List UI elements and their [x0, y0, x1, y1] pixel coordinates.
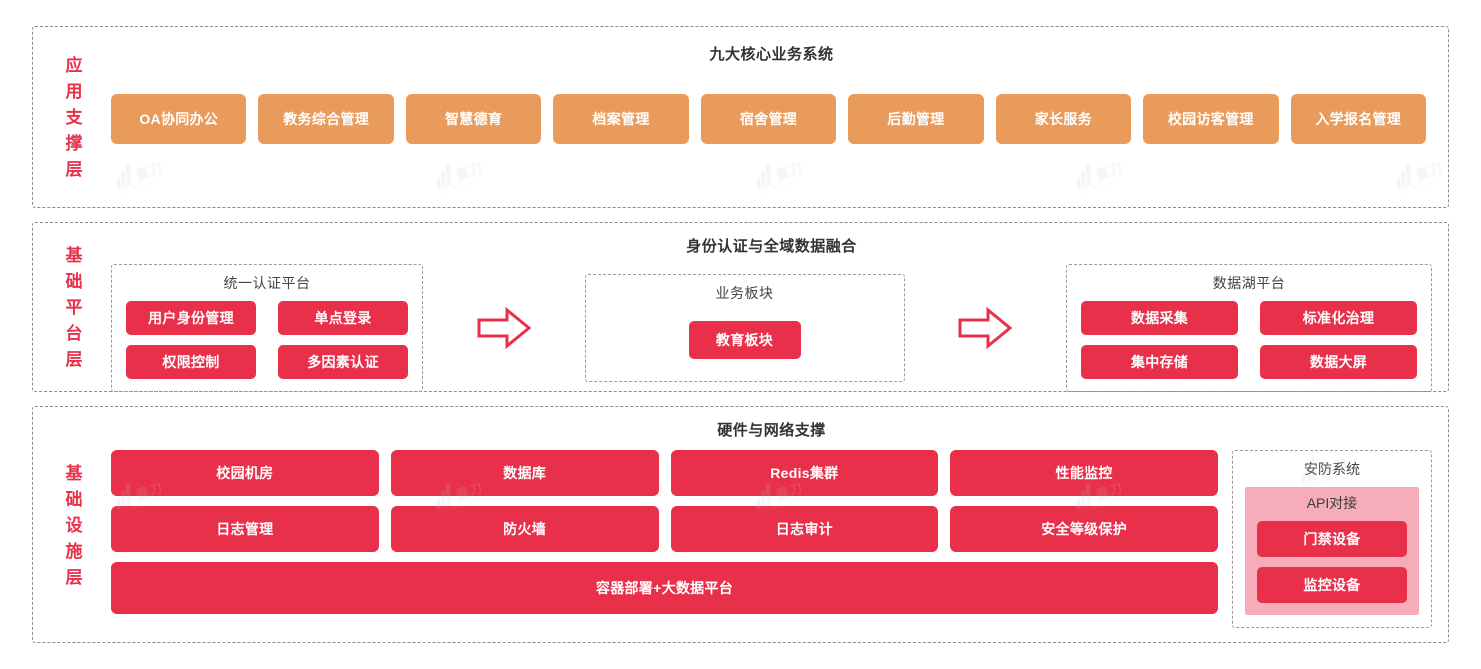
application-box-row: OA协同办公 教务综合管理 智慧德育 档案管理 宿舍管理 后勤管理 家长服务 校… [111, 94, 1432, 144]
app-box-oa[interactable]: OA协同办公 [111, 94, 247, 144]
infra-box-security-grade-protection[interactable]: 安全等级保护 [950, 506, 1218, 552]
business-item-education[interactable]: 教育板块 [688, 321, 801, 359]
infrastructure-row-1: 校园机房 数据库 Redis集群 性能监控 [111, 450, 1218, 496]
security-api-label: API对接 [1306, 495, 1358, 511]
layer-title-infrastructure: 硬件与网络支撑 [717, 422, 826, 439]
layer-title-application-support: 九大核心业务系统 [709, 46, 834, 63]
app-box-archive[interactable]: 档案管理 [553, 94, 689, 144]
app-box-logistics[interactable]: 后勤管理 [848, 94, 984, 144]
layer-label-basic-platform: 基础平台层 [62, 246, 82, 376]
group-unified-auth-platform: 统一认证平台 用户身份管理 单点登录 权限控制 多因素认证 [111, 264, 423, 392]
layer-label-infrastructure: 基础设施层 [62, 463, 82, 594]
layer-label-application-support: 应用支撑层 [62, 56, 82, 186]
app-box-enrollment[interactable]: 入学报名管理 [1290, 94, 1426, 144]
group-title-business-sector: 业务板块 [715, 285, 774, 301]
security-item-surveillance[interactable]: 监控设备 [1257, 567, 1407, 603]
group-business-sector: 业务板块 教育板块 [584, 274, 905, 382]
infra-box-firewall[interactable]: 防火墙 [390, 506, 659, 552]
group-data-lake-platform: 数据湖平台 数据采集 标准化治理 集中存储 数据大屏 [1066, 264, 1432, 392]
layer-application-support: 应用支撑层 九大核心业务系统 OA协同办公 教务综合管理 智慧德育 档案管理 宿… [32, 26, 1449, 208]
group-title-unified-auth: 统一认证平台 [223, 275, 311, 291]
auth-item-mfa[interactable]: 多因素认证 [278, 345, 408, 379]
group-title-security-system: 安防系统 [1304, 461, 1360, 477]
arrow-right-icon [958, 307, 1013, 349]
app-box-dormitory[interactable]: 宿舍管理 [700, 94, 837, 144]
auth-item-permission[interactable]: 权限控制 [126, 345, 256, 379]
layer-infrastructure: 基础设施层 硬件与网络支撑 校园机房 数据库 Redis集群 性能监控 日志管理… [32, 406, 1449, 643]
group-title-data-lake: 数据湖平台 [1212, 275, 1286, 291]
security-api-panel: API对接 门禁设备 监控设备 [1245, 487, 1419, 615]
app-box-parent-service[interactable]: 家长服务 [995, 94, 1132, 144]
infrastructure-row-2: 日志管理 防火墙 日志审计 安全等级保护 [111, 506, 1218, 552]
infra-box-performance-monitor[interactable]: 性能监控 [950, 450, 1218, 496]
infra-box-log-audit[interactable]: 日志审计 [670, 506, 939, 552]
lake-item-central-storage[interactable]: 集中存储 [1081, 345, 1238, 379]
infra-box-container-bigdata[interactable]: 容器部署+大数据平台 [111, 562, 1218, 614]
app-box-visitor[interactable]: 校园访客管理 [1143, 94, 1279, 144]
arrow-cell-right [905, 307, 1067, 349]
arrow-cell-left [423, 307, 585, 349]
infra-box-log-management[interactable]: 日志管理 [111, 506, 379, 552]
arrow-right-icon [477, 307, 531, 349]
lake-item-data-dashboard[interactable]: 数据大屏 [1260, 345, 1417, 379]
infrastructure-boxes: 校园机房 数据库 Redis集群 性能监控 日志管理 防火墙 日志审计 安全等级… [111, 450, 1218, 628]
security-item-access-control[interactable]: 门禁设备 [1257, 521, 1407, 557]
auth-item-user-identity[interactable]: 用户身份管理 [126, 301, 256, 335]
infra-box-redis-cluster[interactable]: Redis集群 [670, 450, 939, 496]
group-security-system: 安防系统 API对接 门禁设备 监控设备 [1232, 450, 1432, 628]
layer-basic-platform: 基础平台层 身份认证与全域数据融合 统一认证平台 用户身份管理 单点登录 权限控… [32, 222, 1449, 392]
infra-box-database[interactable]: 数据库 [390, 450, 659, 496]
layer-title-basic-platform: 身份认证与全域数据融合 [686, 238, 857, 255]
lake-item-data-collection[interactable]: 数据采集 [1081, 301, 1238, 335]
app-box-academic[interactable]: 教务综合管理 [258, 94, 394, 144]
auth-item-sso[interactable]: 单点登录 [278, 301, 408, 335]
infra-box-campus-datacenter[interactable]: 校园机房 [111, 450, 379, 496]
lake-item-standard-governance[interactable]: 标准化治理 [1260, 301, 1417, 335]
app-box-moral-education[interactable]: 智慧德育 [405, 94, 542, 144]
